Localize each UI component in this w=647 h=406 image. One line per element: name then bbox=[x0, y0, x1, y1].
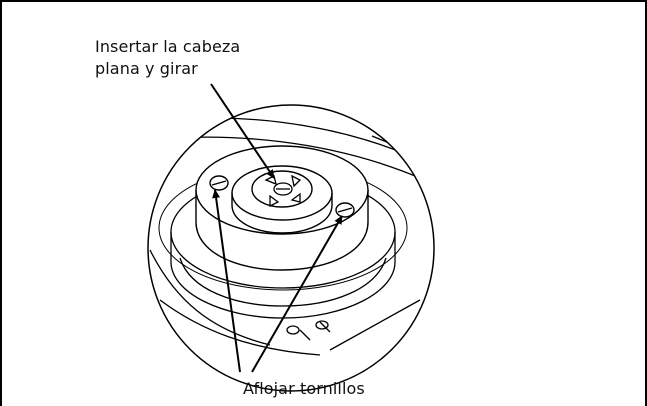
loosen-screws-label: Aflojar tornillos bbox=[243, 379, 365, 398]
insert-instruction-label: Insertar la cabeza plana y girar bbox=[95, 37, 241, 78]
screw-right bbox=[335, 202, 355, 218]
arrows bbox=[210, 83, 343, 373]
center-knob bbox=[264, 174, 302, 208]
screw-left bbox=[209, 175, 229, 191]
arrow-to-center bbox=[210, 83, 275, 179]
arrow-to-right-screw bbox=[251, 215, 343, 373]
arrow-to-left-screw bbox=[212, 189, 241, 373]
